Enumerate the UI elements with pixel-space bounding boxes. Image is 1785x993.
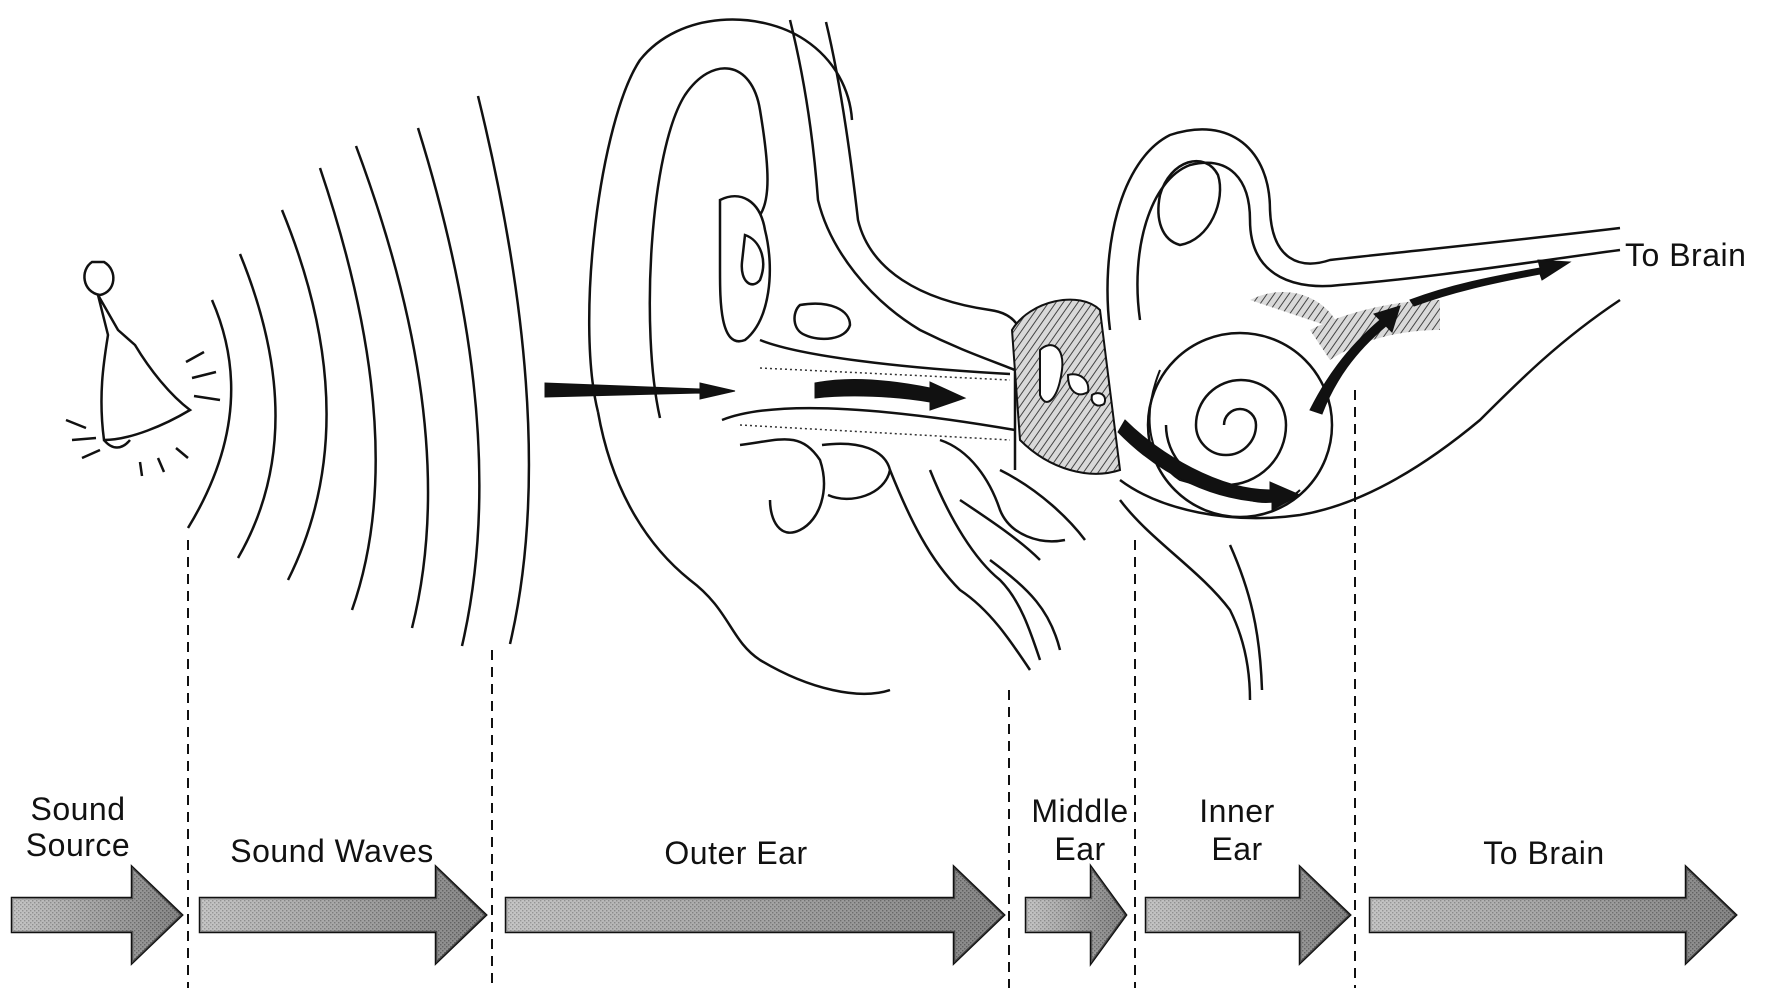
inner-ear-arrow-shade	[1146, 867, 1350, 963]
sound-source-arrow-shade	[12, 867, 182, 963]
outer-ear-label-line-1: Outer Ear	[664, 835, 807, 871]
inner-ear-label-line-1: Inner	[1199, 793, 1274, 829]
middle-ear-arrow-shade	[1026, 867, 1126, 963]
outer-ear-arrow-shade	[506, 867, 1004, 963]
ear-canal-texture	[740, 368, 1010, 440]
to-brain-arrow-shade	[1370, 867, 1736, 963]
sound-source-label-line-2: Source	[26, 827, 130, 863]
to-brain-label-line-1: To Brain	[1483, 835, 1604, 871]
sound-waves-arrow-shade	[200, 867, 486, 963]
outer-ear-anatomy	[589, 20, 1085, 694]
bell-icon	[66, 262, 220, 476]
sound-waves-label-line-1: Sound Waves	[230, 833, 434, 869]
middle-ear-label-line-1: Middle	[1031, 793, 1128, 829]
sound-source-label-line-1: Sound	[30, 791, 125, 827]
inner-ear-label-line-2: Ear	[1211, 831, 1262, 867]
to-brain-top-label: To Brain	[1625, 237, 1746, 273]
middle-ear-label-line-2: Ear	[1054, 831, 1105, 867]
sound-waves-graphic	[188, 96, 529, 646]
stage-arrows	[12, 867, 1736, 963]
middle-ear-anatomy	[1012, 300, 1120, 474]
